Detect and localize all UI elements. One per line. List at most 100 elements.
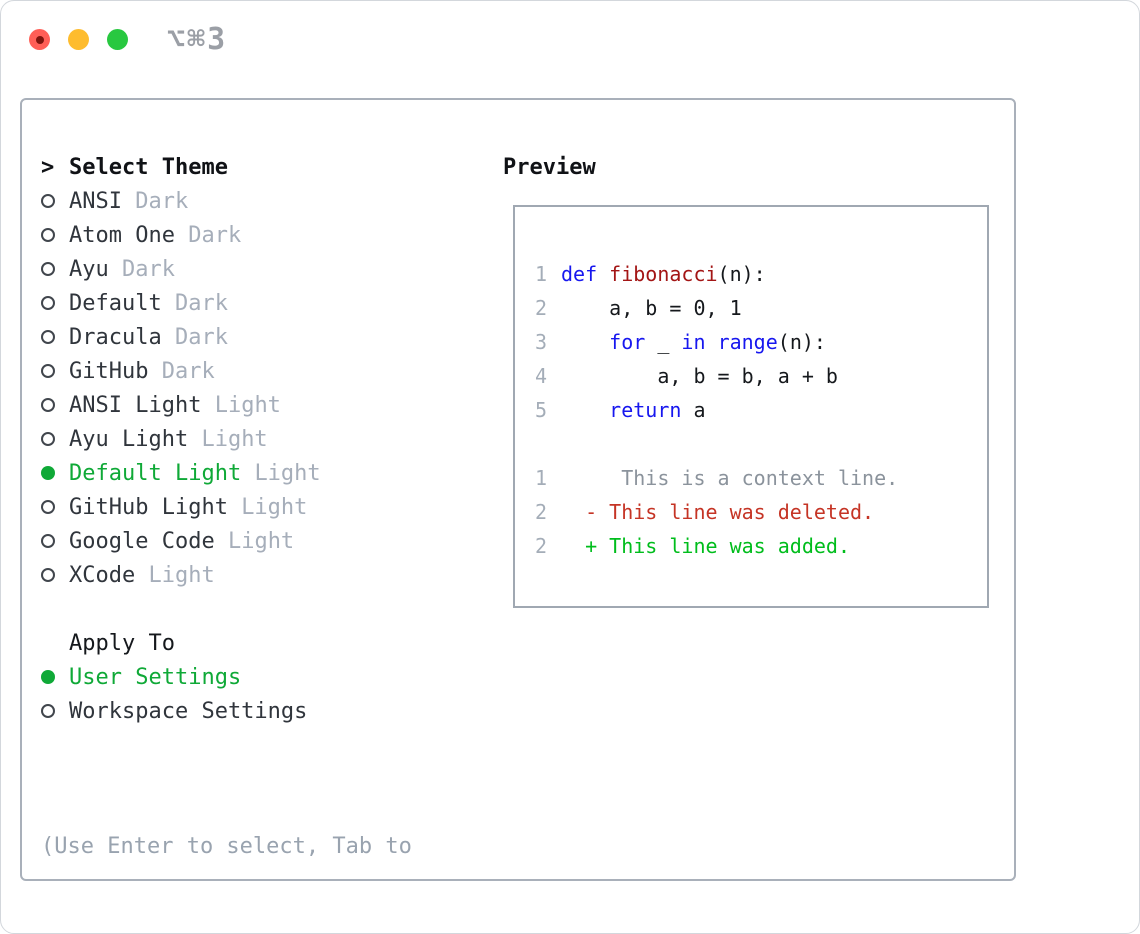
theme-option-default-light-light[interactable]: Default Light Light <box>41 456 412 490</box>
preview-line: 2 - This line was deleted. <box>535 495 987 529</box>
theme-variant-tag: Dark <box>174 290 228 316</box>
theme-name: Google Code <box>69 528 228 554</box>
traffic-light-minimize-button[interactable] <box>68 29 89 50</box>
radio-cell <box>41 534 69 548</box>
radio-cell <box>41 500 69 514</box>
line-number: 2 <box>535 500 548 524</box>
radio-cell <box>41 330 69 344</box>
preview-line: 3 for _ in range(n): <box>535 325 987 359</box>
radio-cell <box>41 194 69 208</box>
theme-name: Default Light <box>69 460 255 486</box>
theme-name: XCode <box>69 562 149 588</box>
apply-option-label: Workspace Settings <box>69 698 308 724</box>
line-content: def fibonacci(n): <box>561 262 766 286</box>
close-dot-icon <box>35 35 44 44</box>
theme-variant-tag: Light <box>201 426 268 452</box>
preview-line: 5 return a <box>535 393 987 427</box>
radio-icon <box>41 534 55 548</box>
line-content: return a <box>609 398 706 422</box>
theme-option-atom-one-dark[interactable]: Atom One Dark <box>41 218 412 252</box>
theme-option-github-dark[interactable]: GitHub Dark <box>41 354 412 388</box>
theme-name: GitHub Light <box>69 494 242 520</box>
line-content: This is a context line. <box>561 466 899 490</box>
line-number: 5 <box>535 398 548 422</box>
radio-cell <box>41 466 69 480</box>
radio-icon <box>41 296 55 310</box>
radio-icon <box>41 398 55 412</box>
radio-cell <box>41 364 69 378</box>
preview-blank-line <box>535 427 987 461</box>
line-number: 1 <box>535 262 548 286</box>
theme-option-ansi-light-light[interactable]: ANSI Light Light <box>41 388 412 422</box>
theme-option-ayu-dark[interactable]: Ayu Dark <box>41 252 412 286</box>
line-number: 2 <box>535 296 548 320</box>
line-number: 3 <box>535 330 548 354</box>
theme-name: ANSI Light <box>69 392 215 418</box>
preview-line: 4 a, b = b, a + b <box>535 359 987 393</box>
radio-cell <box>41 432 69 446</box>
line-content: - This line was deleted. <box>561 500 875 524</box>
theme-variant-tag: Light <box>254 460 321 486</box>
radio-icon <box>41 500 55 514</box>
theme-name: Dracula <box>69 324 175 350</box>
theme-variant-tag: Dark <box>188 222 242 248</box>
keyboard-hint: (Use Enter to select, Tab to change focu… <box>41 762 412 933</box>
theme-option-dracula-dark[interactable]: Dracula Dark <box>41 320 412 354</box>
radio-cell <box>41 670 69 684</box>
theme-option-github-light-light[interactable]: GitHub Light Light <box>41 490 412 524</box>
titlebar: ⌥⌘3 <box>1 1 1139 77</box>
radio-cell <box>41 296 69 310</box>
radio-selected-icon <box>41 466 55 480</box>
preview-line: 2 + This line was added. <box>535 529 987 563</box>
radio-icon <box>41 330 55 344</box>
apply-to-header: Apply To <box>41 626 412 660</box>
theme-name: Atom One <box>69 222 189 248</box>
theme-option-xcode-light[interactable]: XCode Light <box>41 558 412 592</box>
radio-cell <box>41 568 69 582</box>
traffic-light-zoom-button[interactable] <box>107 29 128 50</box>
line-number: 4 <box>535 364 548 388</box>
theme-option-default-dark[interactable]: Default Dark <box>41 286 412 320</box>
preview-line: 1 def fibonacci(n): <box>535 257 987 291</box>
apply-option-user-settings[interactable]: User Settings <box>41 660 412 694</box>
radio-cell <box>41 704 69 718</box>
theme-variant-tag: Light <box>148 562 215 588</box>
theme-name: GitHub <box>69 358 162 384</box>
radio-icon <box>41 568 55 582</box>
theme-name: Default <box>69 290 175 316</box>
line-content: for _ in range(n): <box>609 330 826 354</box>
theme-variant-tag: Dark <box>121 256 175 282</box>
preview-line: 2 a, b = 0, 1 <box>535 291 987 325</box>
line-number: 2 <box>535 534 548 558</box>
theme-option-ayu-light-light[interactable]: Ayu Light Light <box>41 422 412 456</box>
theme-variant-tag: Light <box>227 528 295 554</box>
line-content: a, b = 0, 1 <box>561 296 742 320</box>
radio-icon <box>41 228 55 242</box>
traffic-light-close-button[interactable] <box>29 29 50 50</box>
apply-option-workspace-settings[interactable]: Workspace Settings <box>41 694 412 728</box>
preview-header: Preview <box>503 154 596 180</box>
window-title-shortcut: ⌥⌘3 <box>167 22 228 57</box>
radio-selected-icon <box>41 670 55 684</box>
hint-line-1: (Use Enter to select, Tab to <box>41 834 412 859</box>
radio-cell <box>41 398 69 412</box>
theme-name: ANSI <box>69 188 136 214</box>
radio-cell <box>41 262 69 276</box>
theme-option-google-code-light[interactable]: Google Code Light <box>41 524 412 558</box>
theme-option-ansi-dark[interactable]: ANSI Dark <box>41 184 412 218</box>
theme-variant-tag: Light <box>241 494 308 520</box>
radio-icon <box>41 432 55 446</box>
select-theme-header: > Select Theme <box>41 150 412 184</box>
line-content: a, b = b, a + b <box>561 364 838 388</box>
apply-option-label: User Settings <box>69 664 242 690</box>
radio-cell <box>41 228 69 242</box>
theme-variant-tag: Light <box>214 392 281 418</box>
radio-icon <box>41 194 55 208</box>
